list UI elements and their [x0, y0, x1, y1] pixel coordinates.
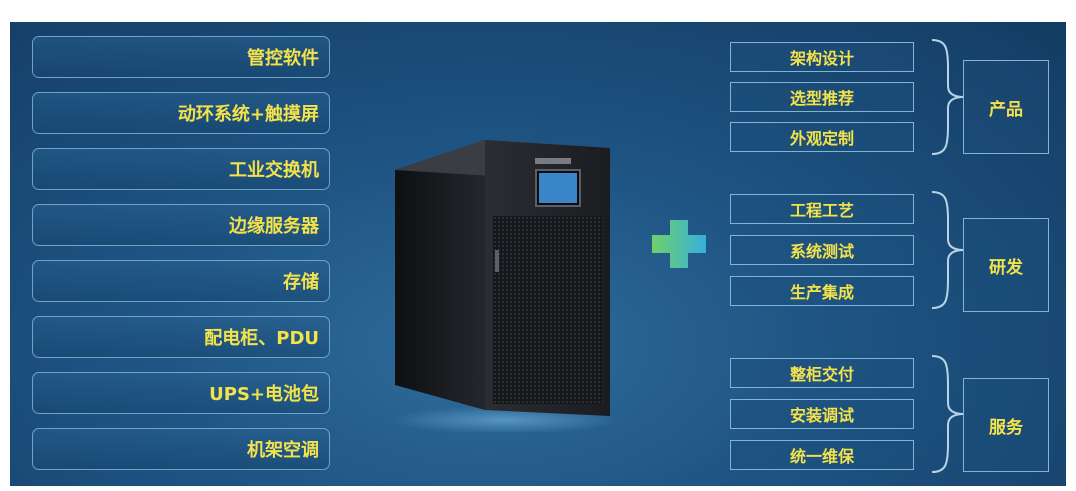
service-label: 系统测试 [789, 242, 854, 261]
service-label: 工程工艺 [789, 201, 854, 220]
category-box-product: 产品 [963, 60, 1049, 154]
service-label: 整柜交付 [789, 365, 854, 384]
category-box-rnd: 研发 [963, 218, 1049, 312]
component-label: 存储 [283, 272, 319, 293]
service-item-cabinet-delivery: 整柜交付 [730, 358, 914, 388]
category-label: 产品 [989, 99, 1023, 120]
component-label: UPS+电池包 [209, 384, 319, 405]
server-cabinet-image [390, 140, 615, 432]
service-label: 选型推荐 [789, 89, 854, 108]
component-label: 动环系统+触摸屏 [177, 104, 319, 125]
right-brace-icon [931, 355, 965, 473]
component-box-management-software: 管控软件 [32, 36, 330, 78]
component-box-rack-ac: 机架空调 [32, 428, 330, 470]
service-label: 生产集成 [789, 283, 854, 302]
service-item-unified-maintenance: 统一维保 [730, 440, 914, 470]
component-label: 管控软件 [247, 48, 319, 69]
service-item-selection-recommendation: 选型推荐 [730, 82, 914, 112]
component-label: 边缘服务器 [229, 216, 319, 237]
diagram-canvas: 管控软件 动环系统+触摸屏 工业交换机 边缘服务器 存储 配电柜、PDU UPS… [10, 22, 1066, 486]
component-label: 工业交换机 [229, 160, 319, 181]
plus-icon [652, 220, 706, 268]
service-item-engineering-process: 工程工艺 [730, 194, 914, 224]
component-box-industrial-switch: 工业交换机 [32, 148, 330, 190]
component-box-ups-battery: UPS+电池包 [32, 372, 330, 414]
component-box-power-distribution: 配电柜、PDU [32, 316, 330, 358]
component-box-storage: 存储 [32, 260, 330, 302]
component-box-edge-server: 边缘服务器 [32, 204, 330, 246]
category-box-service: 服务 [963, 378, 1049, 472]
component-box-environment-monitoring: 动环系统+触摸屏 [32, 92, 330, 134]
right-brace-icon [931, 39, 965, 155]
right-brace-icon [931, 191, 965, 309]
service-label: 架构设计 [789, 49, 854, 68]
service-item-system-testing: 系统测试 [730, 235, 914, 265]
component-label: 机架空调 [247, 440, 319, 461]
service-label: 统一维保 [789, 447, 854, 466]
category-label: 研发 [989, 257, 1023, 278]
category-label: 服务 [989, 417, 1023, 438]
service-item-production-integration: 生产集成 [730, 276, 914, 306]
service-item-installation-debugging: 安装调试 [730, 399, 914, 429]
service-label: 外观定制 [789, 129, 854, 148]
component-label: 配电柜、PDU [204, 328, 319, 349]
service-item-architecture-design: 架构设计 [730, 42, 914, 72]
service-label: 安装调试 [789, 406, 854, 425]
service-item-appearance-customization: 外观定制 [730, 122, 914, 152]
